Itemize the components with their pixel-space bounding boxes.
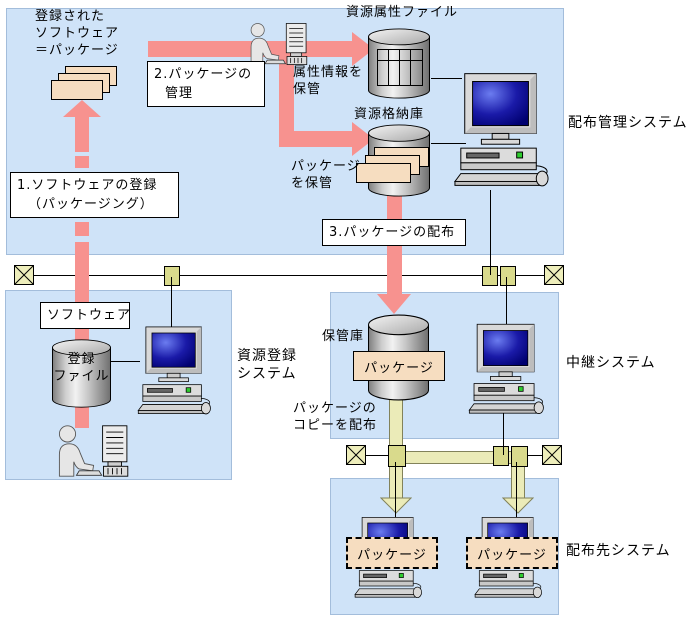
package-paper-icon xyxy=(356,163,411,183)
branch-arrow-hstem xyxy=(279,131,353,147)
step1-line2: （パッケージング） xyxy=(28,197,154,212)
software-label: ソフトウェア xyxy=(47,308,132,323)
step2-label-box: 2.パッケージの管理 xyxy=(147,61,265,107)
storage-label: 保管庫 xyxy=(322,329,365,344)
network-terminator-icon xyxy=(346,445,366,465)
link-dest2-network xyxy=(516,462,517,519)
link-attrfile-computer xyxy=(431,78,462,79)
register-arrow-head xyxy=(63,100,101,117)
copy-arrow-right-head xyxy=(502,497,534,514)
link-dest1-network xyxy=(395,462,396,519)
operator-icon xyxy=(58,425,129,477)
link-mgmt-computer-network xyxy=(490,190,491,275)
network-terminator-icon xyxy=(14,265,34,285)
dest-package2-text: パッケージ xyxy=(477,547,547,563)
step2-line2: 管理 xyxy=(165,86,194,101)
dest-package1-text: パッケージ xyxy=(357,547,427,563)
operator-icon xyxy=(250,23,308,65)
network-node xyxy=(493,446,509,466)
relay-system-label: 中継システム xyxy=(566,355,656,371)
relay-package-label: パッケージ xyxy=(353,351,445,381)
network-node xyxy=(511,446,528,467)
register-arrow-stem xyxy=(75,116,89,152)
relay-computer-icon xyxy=(468,323,544,414)
dist-dest-system-label: 配布先システム xyxy=(566,543,671,559)
dest-package2-label: パッケージ xyxy=(466,537,558,569)
network-node xyxy=(500,266,516,286)
reg-computer-icon xyxy=(137,326,211,415)
distribute-arrow-head xyxy=(377,294,411,314)
reg-file-label: 登録ファイル xyxy=(53,352,110,384)
register-arrow-dash xyxy=(75,156,89,168)
step3-label-box: 3.パッケージの配布 xyxy=(322,219,466,246)
register-arrow-dash xyxy=(75,222,89,236)
pkg-store-note: パッケージを保管 xyxy=(291,159,361,191)
network-line-upper xyxy=(24,275,546,276)
software-label-box: ソフトウェア xyxy=(40,302,130,329)
dest-package1-label: パッケージ xyxy=(346,537,438,569)
attr-store-note: 属性情報を保管 xyxy=(293,65,364,97)
registered-software-note: 登録されたソフトウェア＝パッケージ xyxy=(35,9,120,58)
network-terminator-icon xyxy=(542,445,562,465)
attr-file-label: 資源属性ファイル xyxy=(346,5,459,20)
network-node xyxy=(164,266,180,286)
link-repo-computer xyxy=(431,143,466,144)
link-relay-computer-upper xyxy=(506,277,507,325)
relay-package-text: パッケージ xyxy=(364,360,434,376)
repo-label: 資源格納庫 xyxy=(354,107,425,122)
network-node xyxy=(388,445,406,467)
mgmt-computer-icon xyxy=(454,73,549,187)
branch-arrow-vstem xyxy=(279,55,294,139)
link-relay-computer-lower xyxy=(503,413,504,455)
copy-dist-note: パッケージのコピーを配布 xyxy=(293,401,378,433)
link-reg-computer-network xyxy=(171,277,172,330)
step2-line1: 2.パッケージの xyxy=(154,67,253,82)
step1-label-box: 1.ソフトウェアの登録 （パッケージング） xyxy=(10,172,179,218)
copy-arrow-left-head xyxy=(380,497,412,514)
step3-label: 3.パッケージの配布 xyxy=(329,225,456,240)
step1-line1: 1.ソフトウェアの登録 xyxy=(17,178,158,193)
attr-table-icon xyxy=(377,49,423,86)
link-regfile-computer xyxy=(111,361,140,362)
network-terminator-icon xyxy=(544,265,564,285)
dist-mgmt-system-label: 配布管理システム xyxy=(568,115,688,131)
software-paper-icon xyxy=(51,80,103,100)
resource-reg-system-label: 資源登録システム xyxy=(237,348,297,382)
